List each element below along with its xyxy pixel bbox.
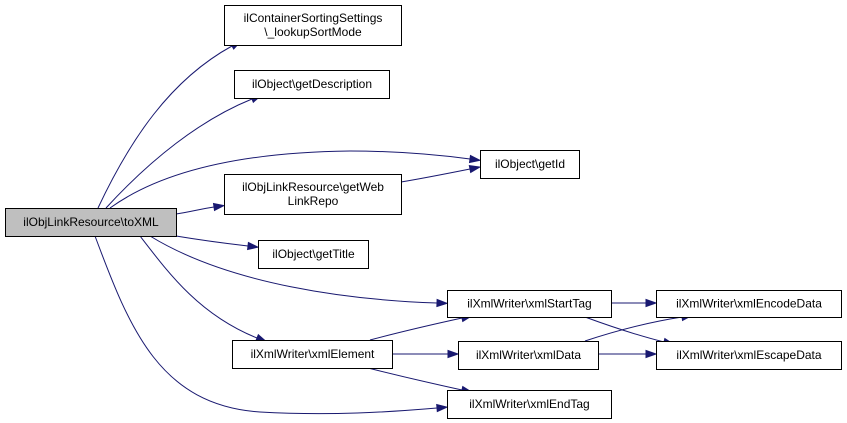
nodes-layer: ilObjLinkResource\toXML ilContainerSortin… (5, 5, 842, 419)
node-box[interactable] (447, 390, 612, 419)
edge-getWebLinkRepo-to-getId (400, 164, 482, 183)
node-xmlData[interactable]: ilXmlWriter\xmlData (458, 341, 599, 370)
node-root[interactable]: ilObjLinkResource\toXML (5, 208, 177, 237)
edge-root-to-xmlElement (139, 235, 268, 343)
arrowhead-icon (468, 154, 482, 164)
arrowhead-icon (436, 403, 449, 413)
edge-line (149, 235, 438, 304)
edge-line (400, 168, 471, 183)
edge-line (97, 45, 233, 209)
arrowhead-icon (247, 241, 260, 251)
node-label: ilObject\getTitle (272, 247, 355, 261)
node-lookupSortMode[interactable]: ilContainerSortingSettings\_lookupSortMo… (224, 5, 402, 46)
node-box[interactable] (224, 174, 402, 215)
node-xmlEncodeData[interactable]: ilXmlWriter\xmlEncodeData (656, 290, 842, 318)
node-label: ilXmlWriter\xmlData (476, 348, 581, 362)
node-getDescription[interactable]: ilObject\getDescription (234, 70, 390, 99)
arrowhead-icon (212, 202, 226, 212)
edge-line (139, 235, 258, 339)
node-box[interactable] (224, 5, 402, 46)
edge-root-to-xmlEndTag (94, 235, 449, 415)
node-label: ilXmlWriter\xmlElement (251, 347, 375, 361)
node-getId[interactable]: ilObject\getId (480, 150, 580, 179)
node-xmlStartTag[interactable]: ilXmlWriter\xmlStartTag (447, 290, 612, 318)
edge-line (175, 235, 249, 247)
edge-line (584, 316, 683, 342)
arrowhead-icon (447, 349, 460, 359)
arrowhead-icon (436, 298, 449, 308)
node-box[interactable] (447, 290, 612, 318)
node-box[interactable] (480, 150, 580, 179)
arrowhead-icon (645, 349, 658, 359)
node-label: ilXmlWriter\xmlEncodeData (676, 297, 822, 311)
node-label: ilContainerSortingSettings (244, 11, 383, 25)
edge-root-to-lookupSortMode (97, 40, 243, 209)
edge-line (584, 316, 665, 343)
node-box[interactable] (656, 290, 842, 318)
edge-line (369, 317, 463, 341)
edges-layer (94, 40, 694, 415)
node-label: ilXmlWriter\xmlEscapeData (676, 348, 821, 362)
edge-line (105, 98, 253, 209)
node-xmlElement[interactable]: ilXmlWriter\xmlElement (232, 340, 393, 369)
node-xmlEscapeData[interactable]: ilXmlWriter\xmlEscapeData (656, 341, 842, 370)
edge-root-to-xmlStartTag (149, 235, 449, 308)
node-label: ilXmlWriter\xmlEndTag (469, 397, 589, 411)
edge-line (109, 150, 471, 209)
node-getTitle[interactable]: ilObject\getTitle (258, 240, 369, 269)
edge-root-to-getId (109, 150, 482, 209)
edge-xmlElement-to-xmlStartTag (369, 313, 474, 341)
node-box[interactable] (656, 341, 842, 370)
node-box[interactable] (5, 208, 177, 237)
node-label: ilObject\getId (495, 157, 565, 171)
edge-root-to-getTitle (175, 235, 260, 251)
node-label: ilObject\getDescription (252, 77, 372, 91)
arrowhead-icon (645, 298, 658, 308)
node-box[interactable] (234, 70, 390, 99)
edge-xmlElement-to-xmlEndTag (367, 367, 474, 395)
node-label: ilObjLinkResource\getWeb (242, 180, 384, 194)
node-box[interactable] (232, 340, 393, 369)
node-box[interactable] (458, 341, 599, 370)
edge-xmlData-to-xmlEscapeData (597, 349, 658, 359)
edge-line (175, 206, 215, 215)
edge-line (94, 235, 438, 415)
edge-line (367, 367, 463, 391)
edge-root-to-getWebLinkRepo (175, 202, 226, 215)
edge-xmlElement-to-xmlData (391, 349, 460, 359)
node-label: ilObjLinkResource\toXML (23, 215, 159, 229)
node-label: ilXmlWriter\xmlStartTag (467, 297, 591, 311)
node-box[interactable] (258, 240, 369, 269)
node-label: \_lookupSortMode (264, 25, 362, 39)
edge-xmlStartTag-to-xmlEncodeData (611, 298, 658, 308)
node-label: LinkRepo (288, 194, 339, 208)
node-xmlEndTag[interactable]: ilXmlWriter\xmlEndTag (447, 390, 612, 419)
arrowhead-icon (468, 164, 482, 174)
